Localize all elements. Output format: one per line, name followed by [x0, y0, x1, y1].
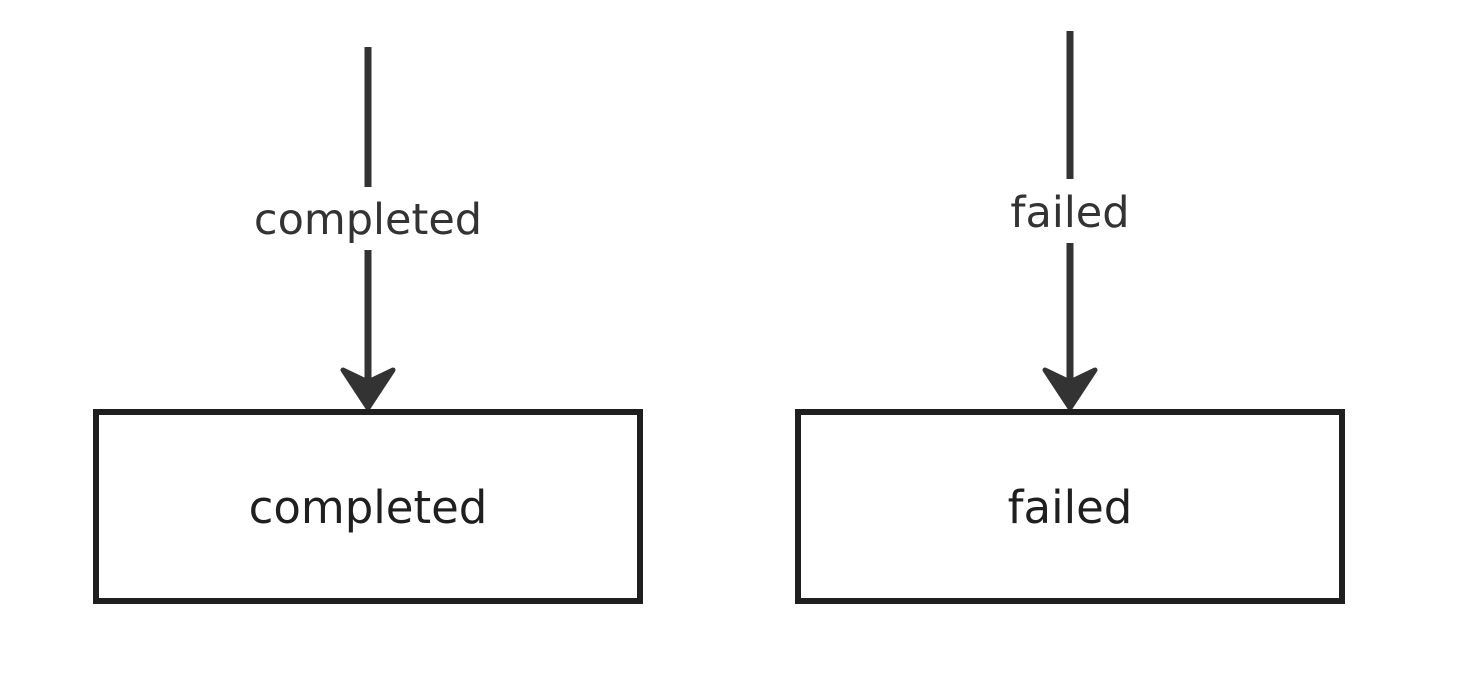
edge-failed: failed	[1010, 31, 1130, 411]
node-failed-box[interactable]	[795, 409, 1345, 604]
node-completed-label: completed	[249, 481, 488, 534]
edge-failed-arrowhead	[1042, 367, 1098, 411]
edge-completed-label: completed	[254, 195, 482, 245]
node-completed[interactable]: completed	[93, 409, 643, 604]
edge-failed-label: failed	[1010, 188, 1129, 238]
edge-completed-arrowhead	[340, 367, 396, 411]
node-failed-label: failed	[1008, 481, 1133, 534]
node-failed[interactable]: failed	[795, 409, 1345, 604]
node-completed-box[interactable]	[93, 409, 643, 604]
edge-completed: completed	[254, 47, 482, 411]
